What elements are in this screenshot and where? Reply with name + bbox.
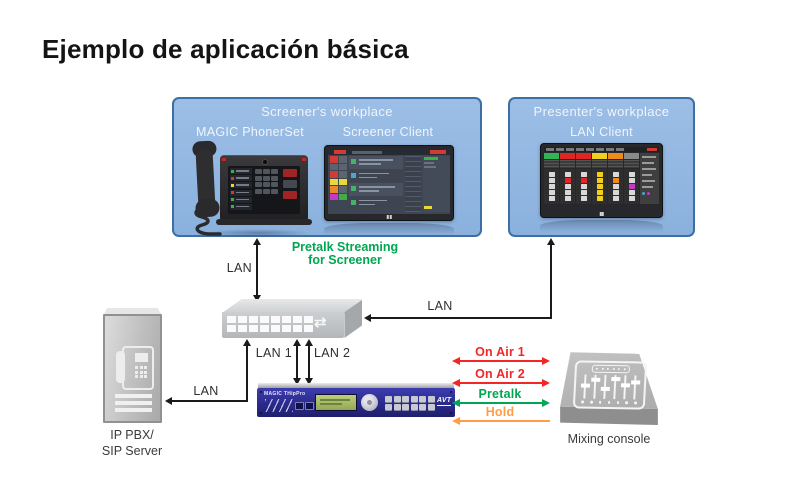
mixing-console-surface bbox=[572, 360, 648, 410]
screener-client-monitor bbox=[324, 145, 454, 221]
lan-label-pbx: LAN bbox=[193, 384, 219, 398]
phone-led-left bbox=[222, 158, 226, 161]
magic-phonerset-label: MAGIC PhonerSet bbox=[195, 125, 304, 139]
avt-logo: AVT bbox=[437, 397, 452, 406]
monitor-reflection bbox=[324, 223, 454, 235]
on-air-2-label: On Air 2 bbox=[475, 367, 525, 381]
lan-client-sidebar bbox=[640, 153, 659, 204]
screener-workplace-title: Screener's workplace bbox=[261, 104, 393, 119]
screener-client-label: Screener Client bbox=[342, 125, 434, 139]
screener-call-list bbox=[349, 156, 403, 212]
pretalk-label: Pretalk bbox=[478, 387, 522, 401]
phone-base bbox=[216, 219, 312, 225]
phone-body bbox=[220, 155, 308, 222]
magic-phonerset-image bbox=[192, 140, 312, 237]
thippro-rack-image: MAGIC THipPro AVT bbox=[257, 383, 455, 421]
phone-caller-list bbox=[230, 168, 252, 211]
mixing-console-image bbox=[557, 349, 661, 429]
rack-keypad bbox=[385, 396, 435, 410]
network-switch-image: ⇄ bbox=[222, 299, 362, 339]
screener-button-grid bbox=[330, 156, 347, 212]
mixing-console-caption: Mixing console bbox=[567, 432, 651, 446]
fader-strip bbox=[592, 153, 607, 204]
fader-strip bbox=[624, 153, 639, 204]
monitor-reflection bbox=[540, 220, 663, 232]
windows-logo-icon bbox=[386, 214, 392, 219]
screener-workplace-panel: Screener's workplace MAGIC PhonerSet Scr… bbox=[172, 97, 482, 237]
fader-strip bbox=[576, 153, 591, 204]
screener-client-screen bbox=[328, 149, 450, 214]
lan-client-label: LAN Client bbox=[570, 125, 633, 139]
lan-label-screener: LAN bbox=[226, 261, 252, 275]
pbx-caption: IP PBX/ SIP Server bbox=[101, 428, 163, 458]
phone-reflection bbox=[204, 229, 312, 237]
lan-client-screen bbox=[544, 147, 659, 211]
presenter-workplace-panel: Presenter's workplace LAN Client bbox=[508, 97, 695, 237]
fader-strip bbox=[544, 153, 559, 204]
lan-client-monitor bbox=[540, 143, 663, 218]
on-air-1-label: On Air 1 bbox=[475, 345, 525, 359]
lan-label-presenter: LAN bbox=[427, 299, 453, 313]
rack-vents bbox=[265, 399, 293, 412]
rack-navigation-pad bbox=[361, 394, 378, 411]
ip-pbx-server-image bbox=[103, 308, 162, 423]
rack-lcd-display bbox=[315, 394, 357, 411]
presenter-workplace-title: Presenter's workplace bbox=[533, 104, 670, 119]
phone-camera-icon bbox=[262, 159, 268, 165]
pretalk-streaming-note: Pretalk Streaming for Screener bbox=[291, 240, 399, 267]
switch-transfer-icon: ⇄ bbox=[314, 314, 327, 331]
windows-logo-icon bbox=[599, 211, 604, 216]
hold-label: Hold bbox=[485, 405, 515, 419]
page-title: Ejemplo de aplicación básica bbox=[42, 34, 409, 64]
phone-keypad bbox=[255, 169, 278, 194]
phone-screen bbox=[228, 166, 300, 214]
rack-model-label: MAGIC THipPro bbox=[264, 391, 306, 397]
screener-side-panels bbox=[405, 156, 450, 212]
phone-cord bbox=[194, 207, 222, 236]
lan2-label: LAN 2 bbox=[314, 346, 351, 360]
phone-function-keys bbox=[283, 169, 297, 202]
phone-led-right bbox=[302, 158, 306, 161]
lan1-label: LAN 1 bbox=[255, 346, 292, 360]
switch-ports bbox=[227, 316, 313, 332]
pbx-phone-icon bbox=[116, 346, 154, 390]
fader-strip bbox=[608, 153, 623, 204]
fader-strip bbox=[560, 153, 575, 204]
phone-handset bbox=[192, 140, 220, 218]
